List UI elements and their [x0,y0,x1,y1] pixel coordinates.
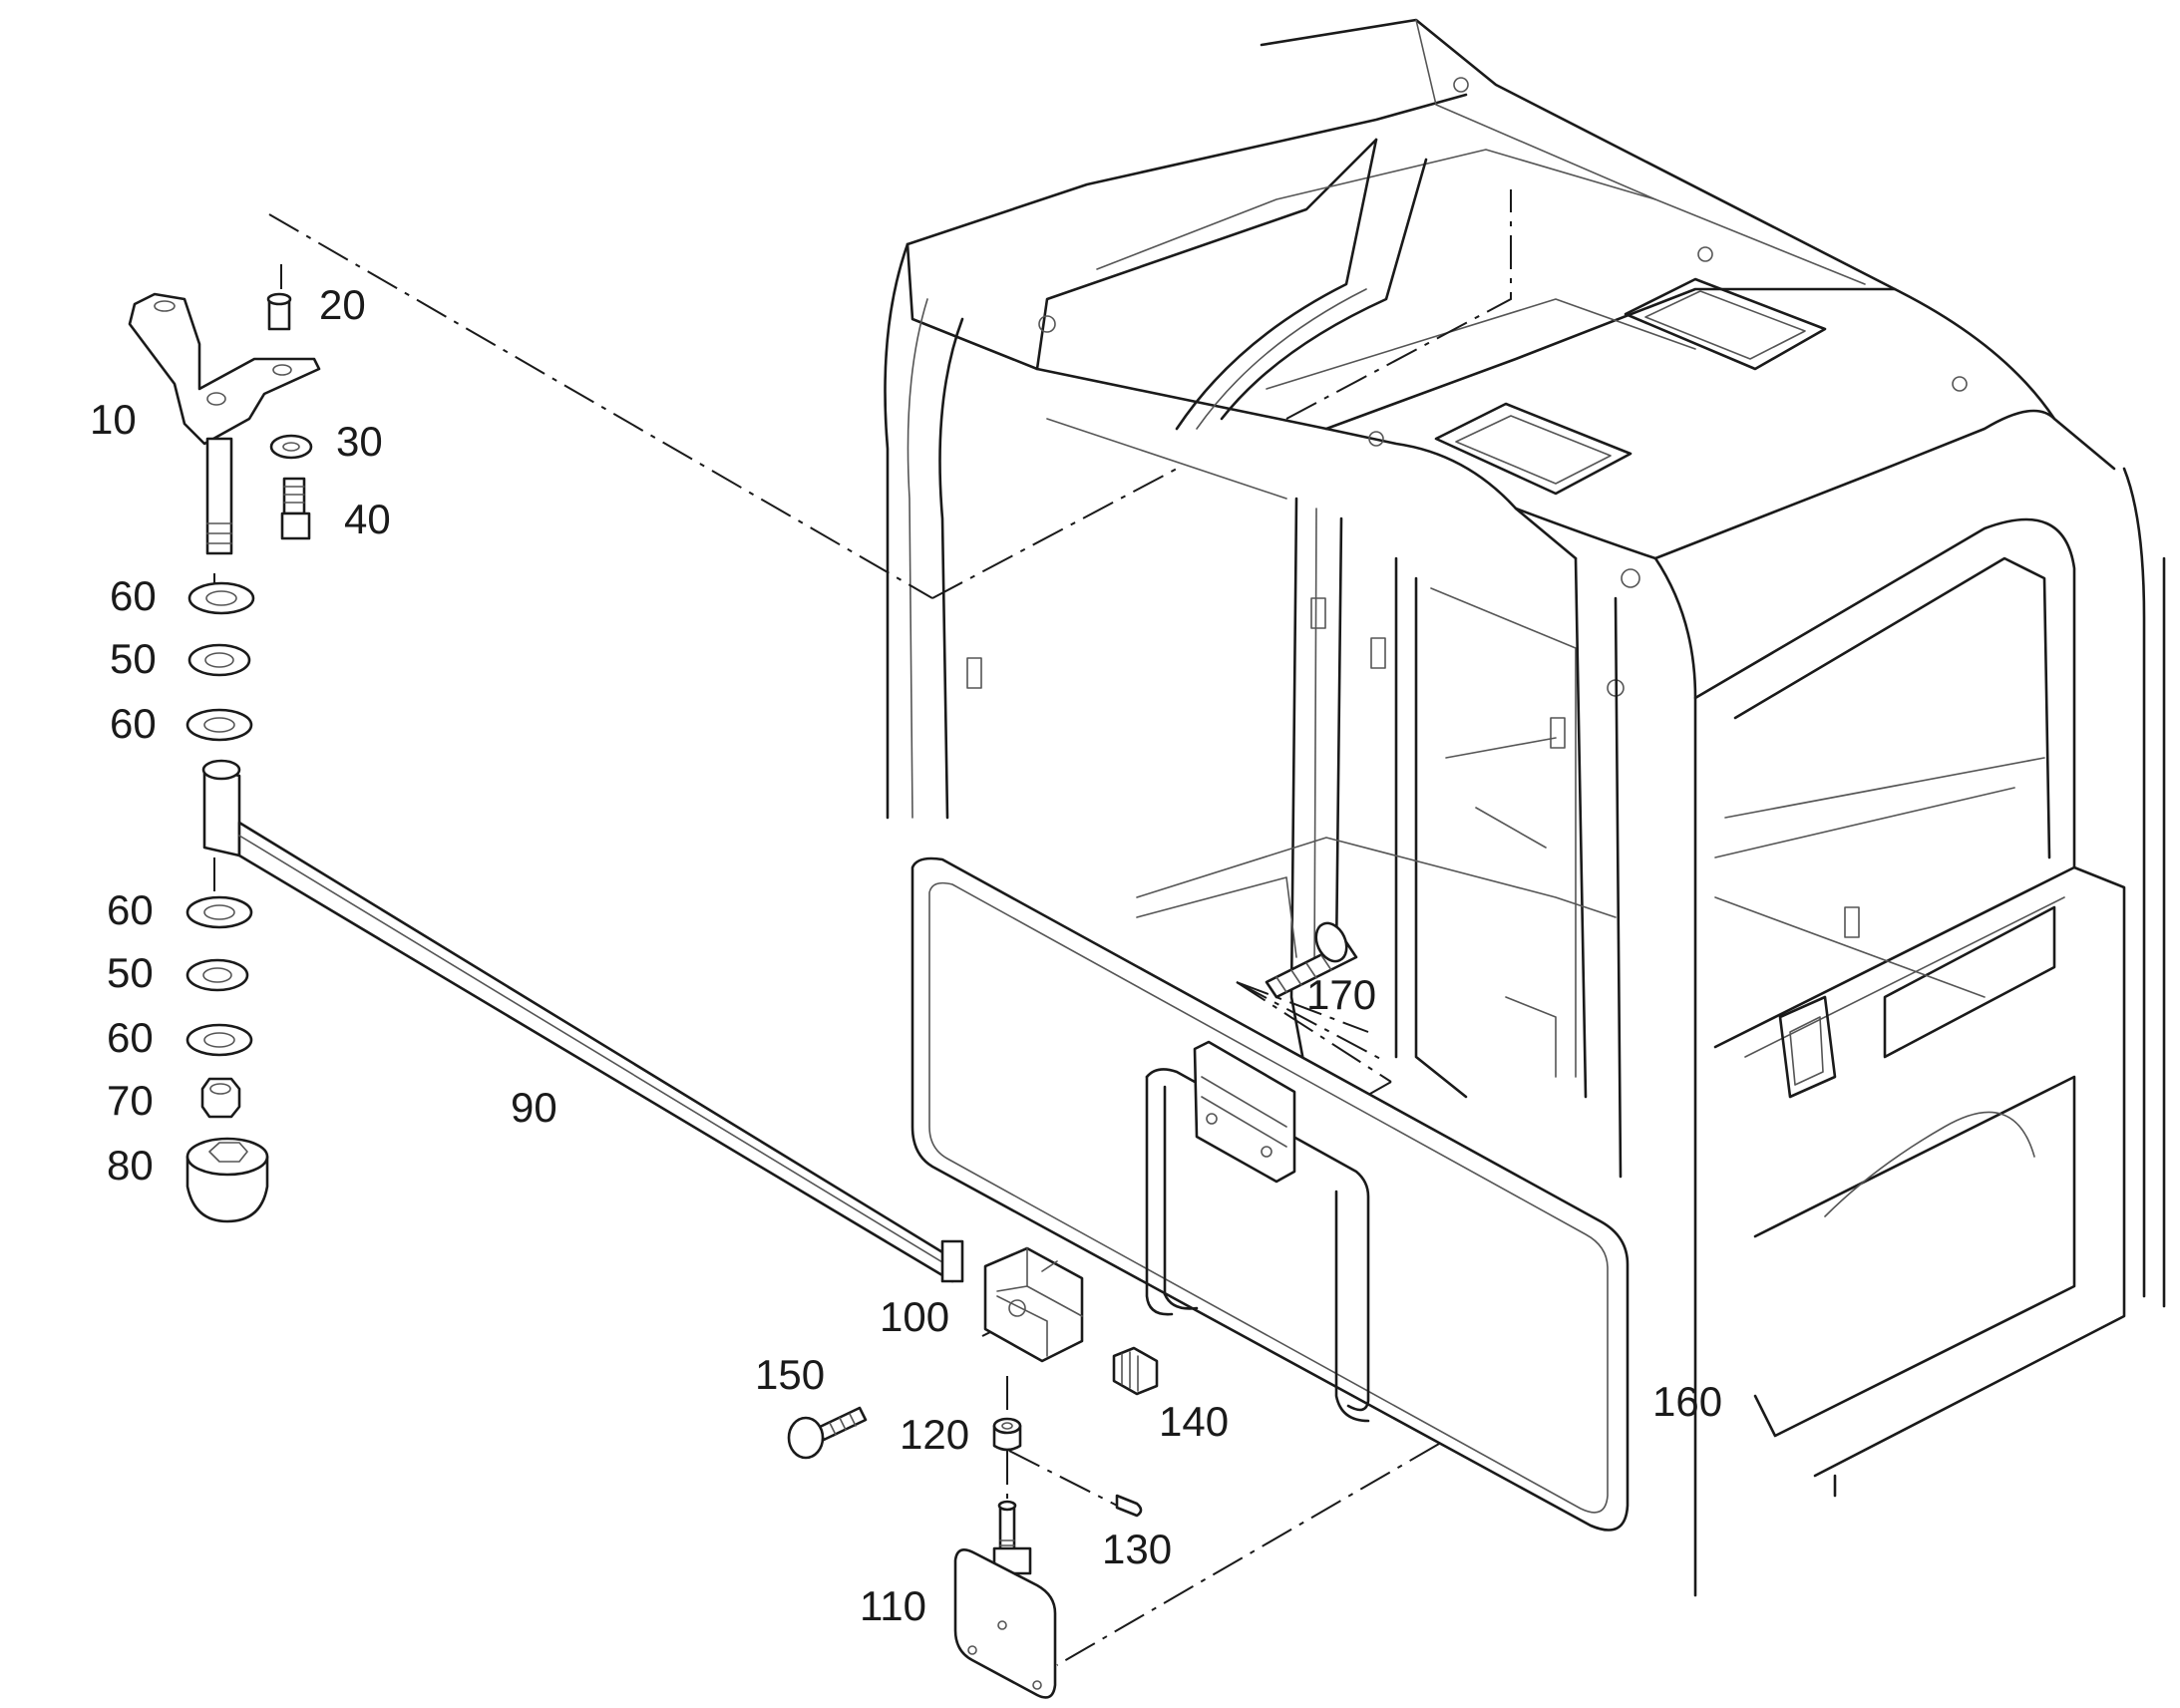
part-20-screw [266,292,292,331]
part-150-knob-screw [787,1406,868,1460]
callout-130: 130 [1102,1526,1172,1572]
part-60-washer-upper-1 [187,581,255,615]
callout-160: 160 [1652,1378,1722,1425]
part-10-bracket [128,292,321,555]
part-100-clamp [983,1246,1084,1363]
part-50-rubber-washer-lower [185,958,249,992]
part-60-washer-lower-1 [185,895,253,929]
part-80-cap-nut [185,1137,269,1223]
callout-60-upper-1: 60 [110,572,157,619]
callout-50-lower: 50 [107,949,154,996]
cab-frame [884,18,2166,1597]
part-60-washer-lower-2 [185,1023,253,1057]
part-110-mirror-plate [953,1500,1057,1699]
part-160-mirror [910,856,1630,1532]
callout-60-lower-2: 60 [107,1014,154,1061]
part-120-bushing [992,1417,1022,1452]
callout-140: 140 [1159,1398,1229,1445]
callout-20: 20 [319,281,366,328]
callout-120: 120 [900,1411,969,1458]
part-90-arm [201,759,964,1283]
callout-30: 30 [336,418,383,465]
callout-labels: 20 10 30 40 60 50 60 60 50 60 70 80 90 1… [90,281,1722,1629]
callout-80: 80 [107,1142,154,1189]
callout-110: 110 [860,1582,926,1629]
part-60-washer-upper-2 [185,708,253,742]
callout-50-upper: 50 [110,635,157,682]
part-130-pin [1115,1494,1143,1518]
callout-150: 150 [755,1351,825,1398]
part-50-rubber-washer-upper [187,643,251,677]
callout-60-lower-1: 60 [107,886,154,933]
callout-100: 100 [880,1293,949,1340]
part-140-cap [1112,1346,1159,1396]
callout-90: 90 [511,1084,557,1131]
callout-70: 70 [107,1077,154,1124]
part-170-screw [1265,921,1358,999]
part-30-washer [269,434,313,460]
callout-170: 170 [1306,971,1376,1018]
callout-10: 10 [90,396,137,443]
part-70-nut [200,1077,241,1119]
callout-60-upper-2: 60 [110,700,157,747]
callout-40: 40 [344,496,391,542]
part-40-bolt [280,477,311,540]
